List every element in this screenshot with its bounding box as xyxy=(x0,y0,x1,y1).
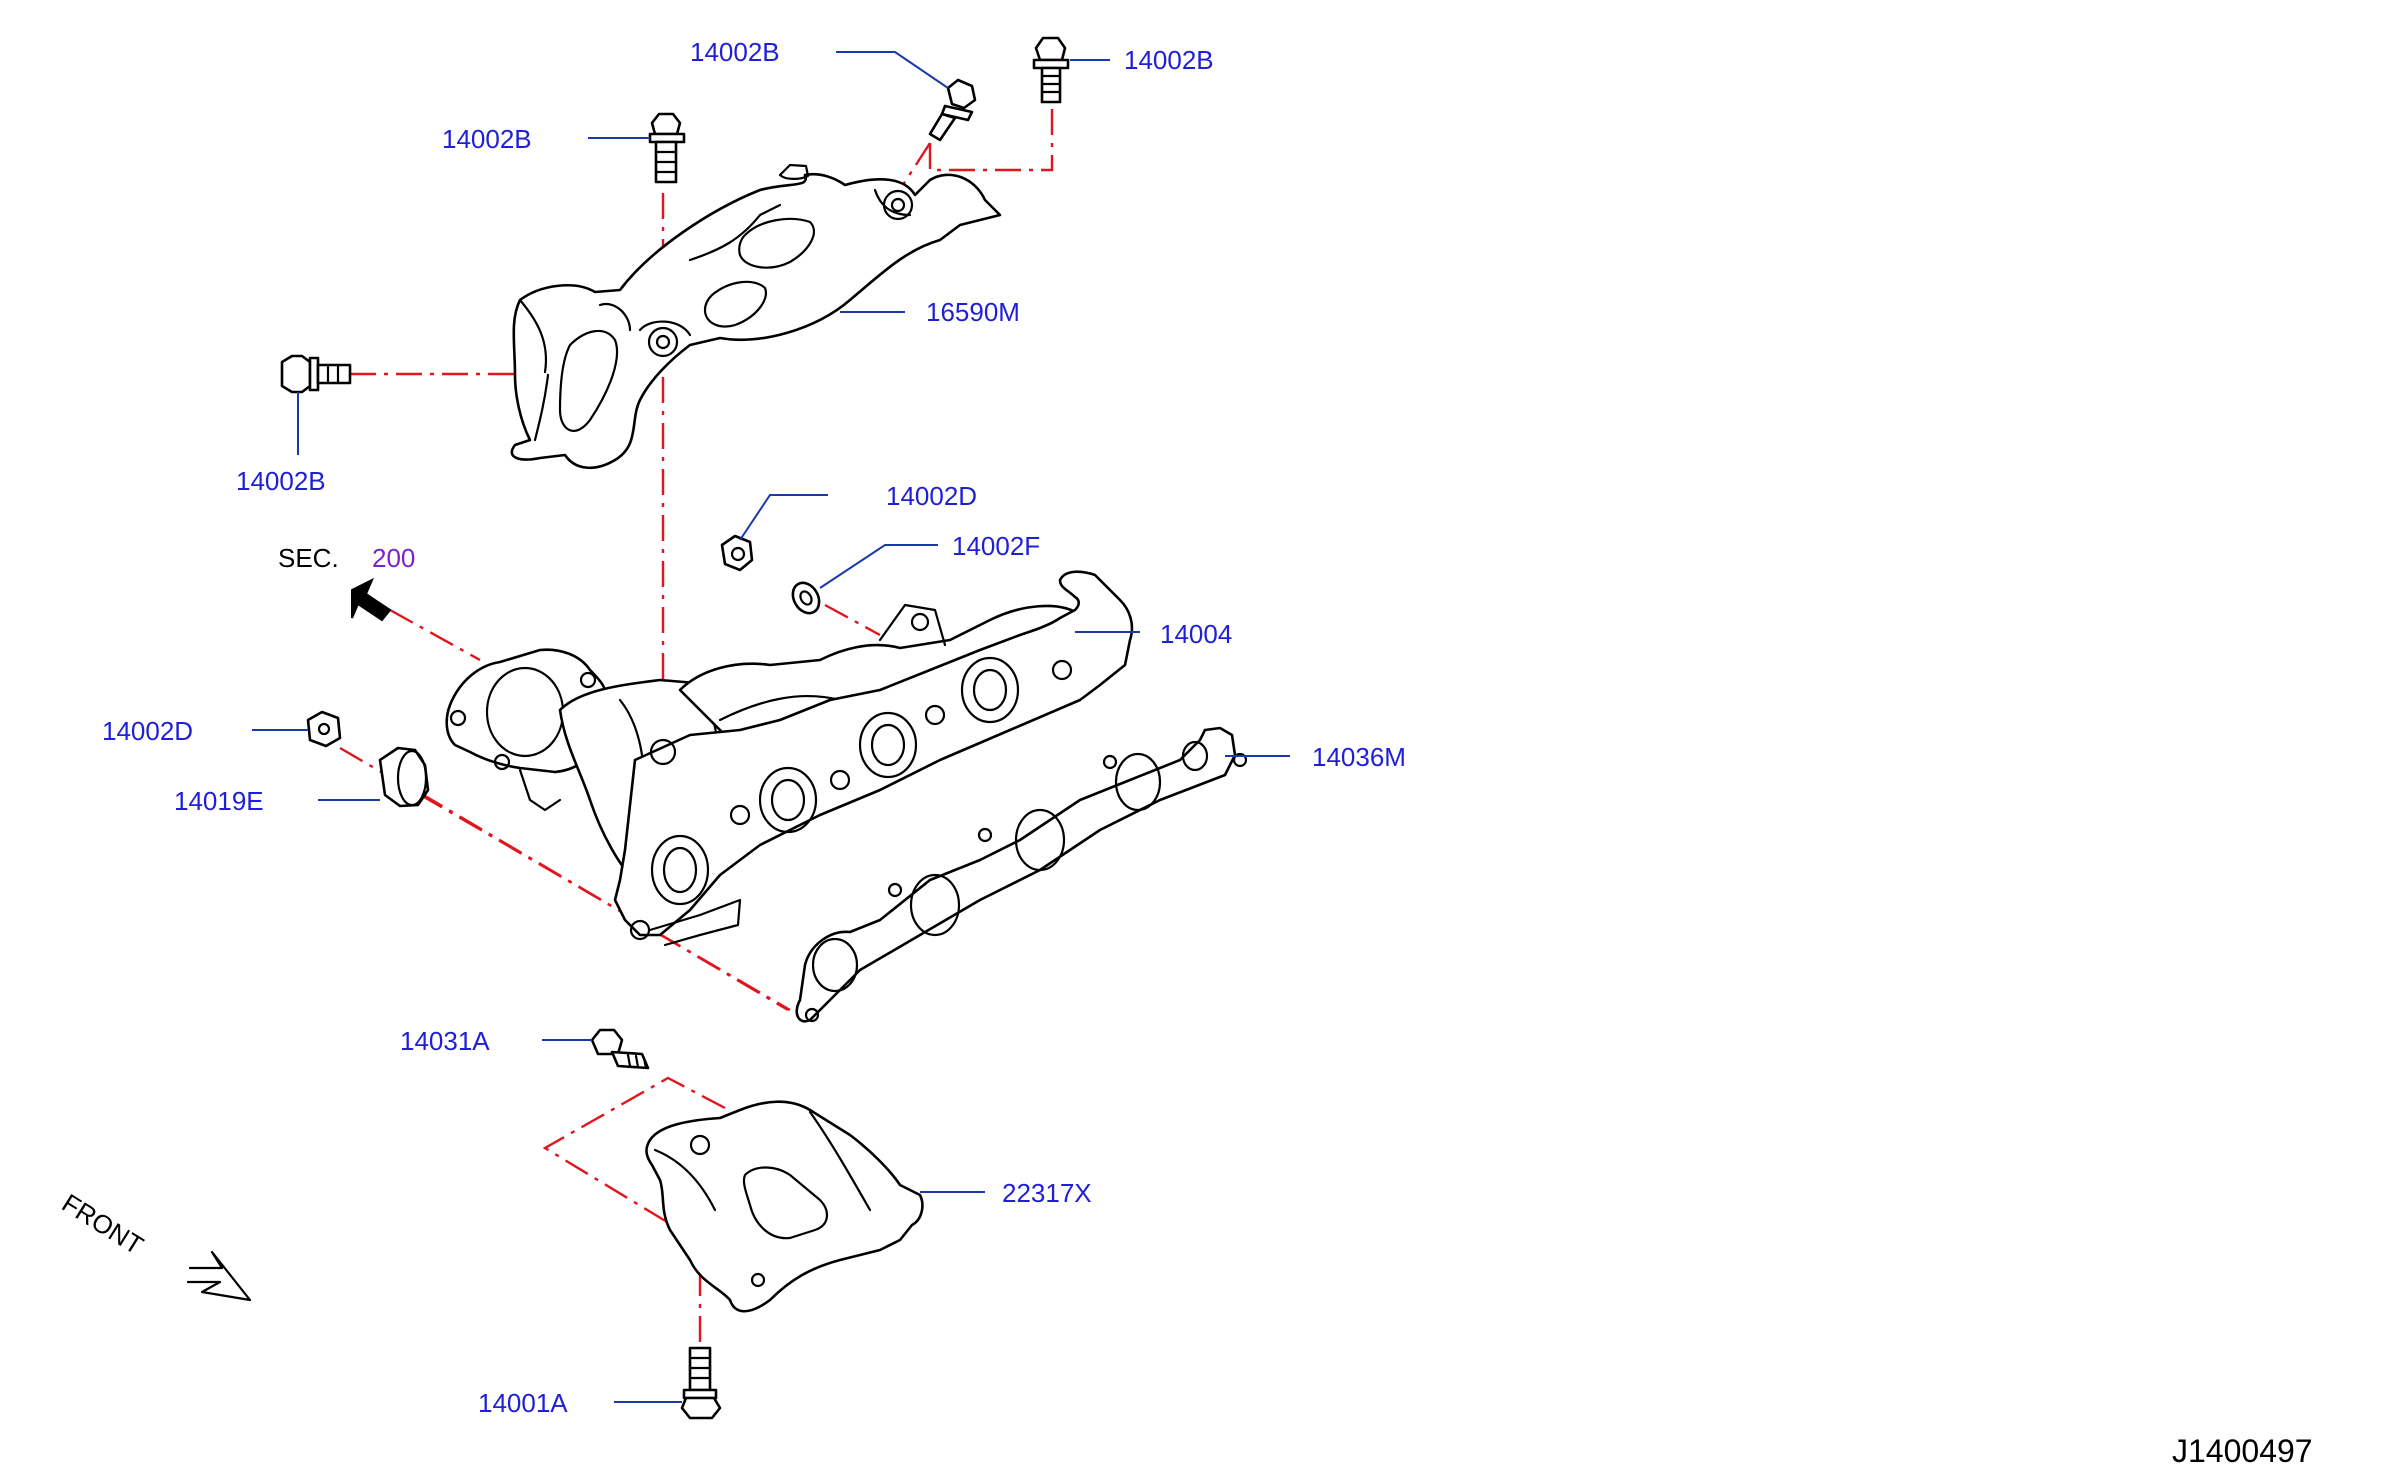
label-14002B-top-mid: 14002B xyxy=(690,37,780,67)
label-14036M: 14036M xyxy=(1312,742,1406,772)
spacer-14019E xyxy=(378,746,430,808)
bolt-14002B-top-right xyxy=(1032,36,1070,104)
label-14002D-left: 14002D xyxy=(102,716,193,746)
bolt-14002B-top-mid xyxy=(928,78,977,142)
bolt-14031A xyxy=(590,1028,650,1070)
label-14002D-upper: 14002D xyxy=(886,481,977,511)
leader-lines xyxy=(252,51,1290,1403)
exhaust-manifold-14004 xyxy=(445,570,1134,947)
label-16590M: 16590M xyxy=(926,297,1020,327)
label-14002F: 14002F xyxy=(952,531,1040,561)
label-14019E: 14019E xyxy=(174,786,264,816)
bolt-14002B-left-top xyxy=(648,112,686,184)
diagram-code: J1400497 xyxy=(2172,1433,2313,1469)
label-14031A: 14031A xyxy=(400,1026,490,1056)
part-labels: 14002B 14002B 14002B 14002B 16590M 14002… xyxy=(57,37,2313,1469)
bolt-14001A xyxy=(680,1346,722,1420)
label-14004: 14004 xyxy=(1160,619,1232,649)
section-ref-number[interactable]: 200 xyxy=(372,543,415,573)
label-14002B-left-top: 14002B xyxy=(442,124,532,154)
nut-14002D-upper xyxy=(720,534,754,572)
bolt-14002B-left-bottom xyxy=(280,354,352,394)
section-arrow-icon xyxy=(351,577,392,622)
front-arrow-icon xyxy=(186,1250,252,1302)
front-label: FRONT xyxy=(57,1188,149,1261)
gasket-14036M xyxy=(795,726,1248,1023)
washer-14002F xyxy=(791,581,821,615)
upper-heat-insulator-16590M xyxy=(510,163,1002,469)
nut-14002D-left xyxy=(306,710,342,748)
label-22317X: 22317X xyxy=(1002,1178,1092,1208)
label-14002B-left-bottom: 14002B xyxy=(236,466,326,496)
label-14001A: 14001A xyxy=(478,1388,568,1418)
label-14002B-top-right: 14002B xyxy=(1124,45,1214,75)
lower-heat-insulator-22317X xyxy=(645,1100,924,1313)
section-ref-prefix: SEC. xyxy=(278,543,339,573)
